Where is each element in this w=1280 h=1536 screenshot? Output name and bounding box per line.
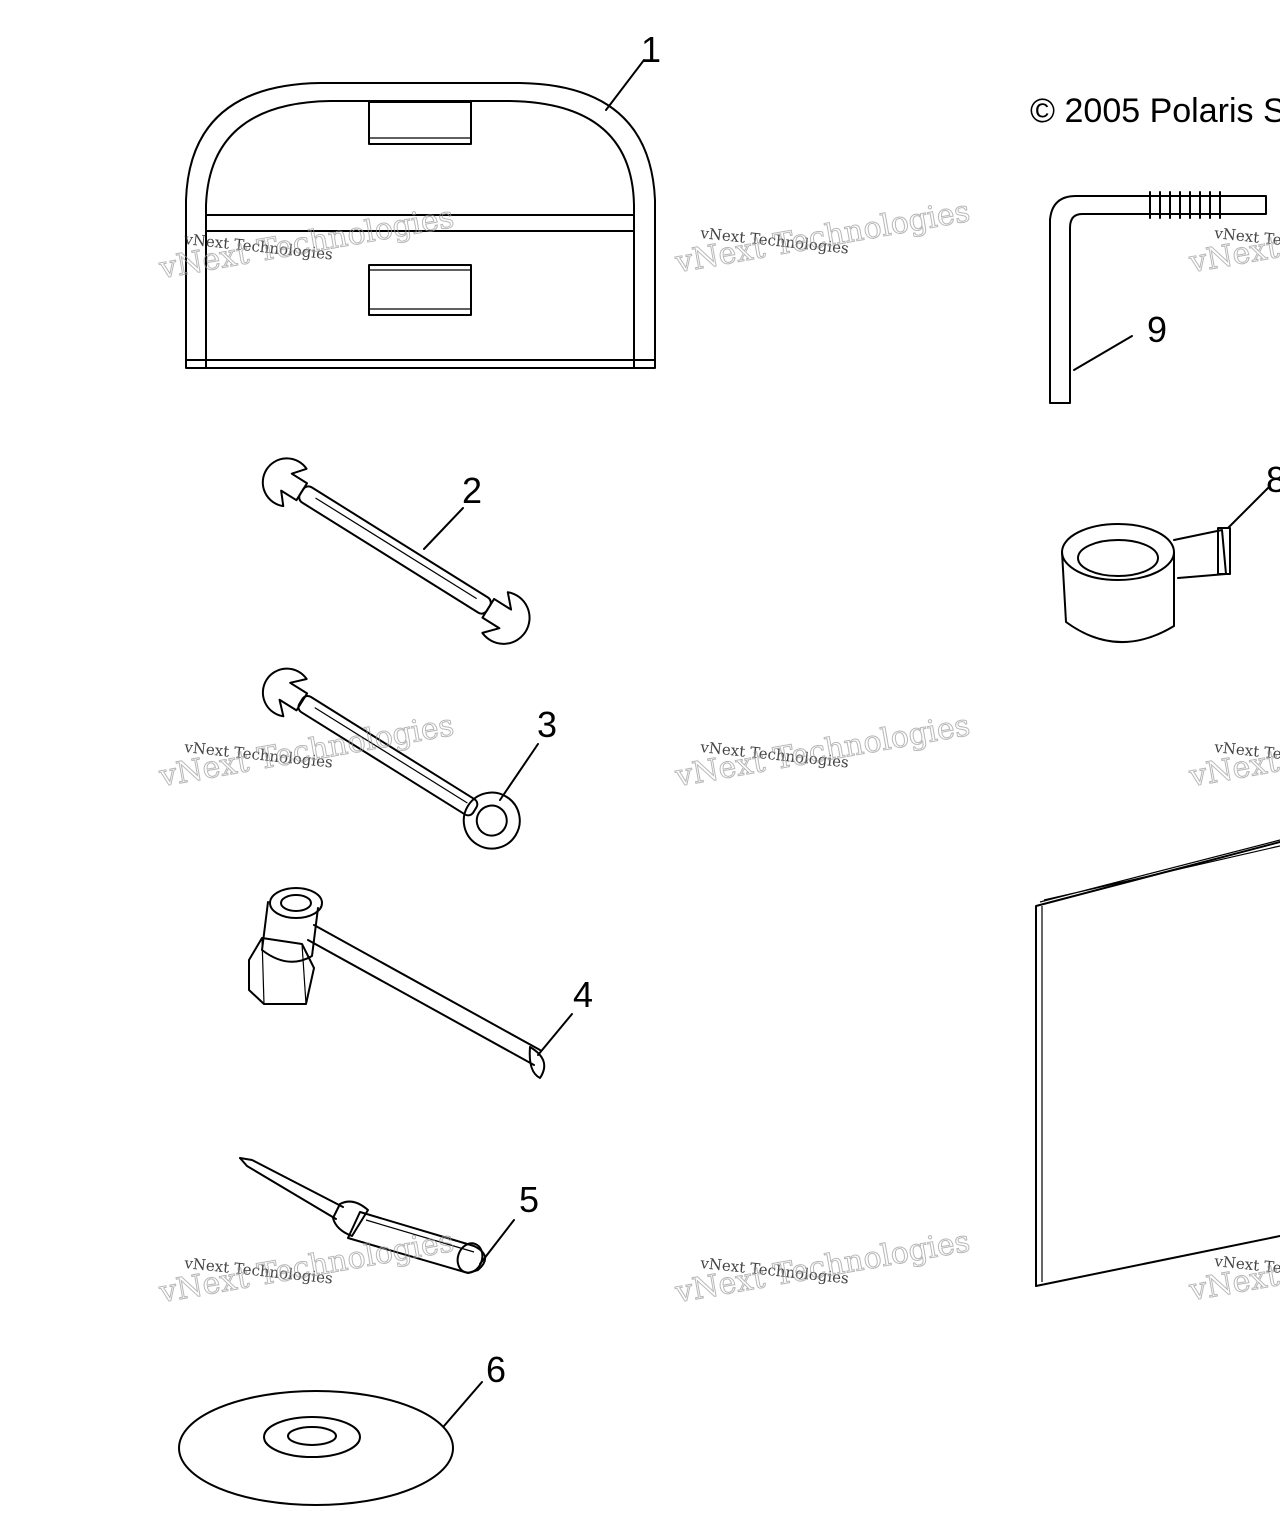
- callout-5: 5: [519, 1179, 539, 1220]
- callout-4: 4: [573, 974, 593, 1015]
- tool-bag-icon: [185, 82, 656, 369]
- watermark-text: vNext Technologies: [1186, 1222, 1280, 1308]
- watermark-text: vNext Technologies: [1186, 708, 1280, 794]
- strap-icon: [1061, 523, 1231, 643]
- copyright-text: © 2005 Polaris Sa: [1030, 92, 1280, 130]
- callout-8: 8: [1266, 459, 1280, 500]
- manual-icon: [1035, 839, 1280, 1287]
- screwdriver-icon: [239, 1157, 486, 1274]
- combination-wrench-icon: [261, 667, 521, 850]
- watermark-text: vNext Technologies: [672, 194, 973, 280]
- callout-1: 1: [641, 29, 661, 70]
- hex-key-icon: [1049, 191, 1267, 404]
- callout-3: 3: [537, 704, 557, 745]
- watermark-text: vNext Technologies: [156, 1224, 457, 1310]
- watermark-text: vNext Technologies: [672, 708, 973, 794]
- watermark-text: vNext Technologies: [672, 1224, 973, 1310]
- wrench-icon: [261, 457, 531, 645]
- callout-2: 2: [462, 470, 482, 511]
- callout-9: 9: [1147, 309, 1167, 350]
- watermark: vNext Technologies vNext Technologies vN…: [155, 194, 1280, 1311]
- callout-6: 6: [486, 1349, 506, 1390]
- disc-icon: [178, 1390, 454, 1506]
- spark-plug-socket-icon: [248, 887, 546, 1079]
- watermark-text: vNext Technologies: [156, 200, 457, 286]
